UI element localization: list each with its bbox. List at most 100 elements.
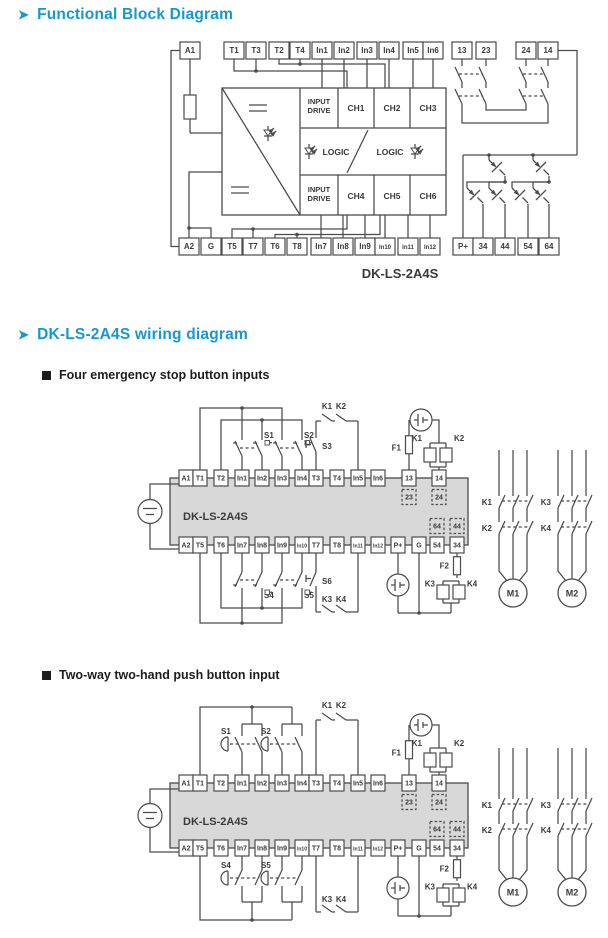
- terminal-In7: In7: [234, 536, 250, 554]
- terminal-label: T6: [217, 543, 225, 550]
- terminal-In7: In7: [310, 237, 332, 256]
- label-f2: F2: [440, 865, 450, 874]
- terminal-label: T4: [333, 476, 341, 483]
- terminal-T4: T4: [289, 41, 311, 60]
- terminal-label: P+: [458, 242, 468, 251]
- cell-ch1: CH1: [347, 103, 364, 113]
- motor-label: M2: [566, 589, 579, 599]
- terminal-T2: T2: [213, 774, 229, 792]
- module-name: DK-LS-2A4S: [183, 816, 248, 828]
- terminal-label: 34: [453, 543, 461, 550]
- terminal-label: G: [416, 543, 422, 550]
- cell-input-drive: DRIVE: [308, 194, 331, 203]
- terminal-P+: P+: [452, 237, 474, 256]
- terminal-label: A2: [182, 846, 191, 853]
- terminal-34: 34: [449, 536, 465, 554]
- terminal-label: In11: [353, 544, 363, 550]
- terminal-In7: In7: [234, 839, 250, 857]
- motor-M1: M1: [498, 578, 528, 608]
- terminal-In9: In9: [274, 536, 290, 554]
- terminal-label: 14: [435, 781, 443, 788]
- power-supply-symbol: [386, 573, 410, 597]
- twohand-S4: S4: [220, 856, 263, 903]
- section-title-text: Functional Block Diagram: [37, 6, 234, 23]
- terminal-label: In1: [316, 46, 328, 55]
- terminal-In11: In11: [350, 536, 366, 554]
- terminal-64: 64: [429, 820, 445, 838]
- terminal-64: 64: [538, 237, 560, 256]
- label-K4: K4: [336, 595, 347, 604]
- label-s6: S6: [322, 577, 332, 586]
- terminal-label: T2: [217, 476, 225, 483]
- twohand-S5: S5: [260, 856, 303, 903]
- terminal-T7: T7: [242, 237, 264, 256]
- terminal-label: 24: [522, 46, 531, 55]
- terminal-label: 24: [435, 800, 443, 807]
- terminal-24: 24: [431, 488, 447, 506]
- power-supply-symbol: [409, 408, 433, 432]
- estop-S5: S5: [273, 553, 314, 600]
- terminal-label: 34: [453, 846, 461, 853]
- label-f1: F1: [392, 749, 402, 758]
- terminal-label: T8: [333, 543, 341, 550]
- terminal-13: 13: [401, 469, 417, 487]
- terminal-In9: In9: [274, 839, 290, 857]
- terminal-In6: In6: [370, 469, 386, 487]
- cell-input-drive: INPUT: [308, 97, 331, 106]
- cell-input-drive: DRIVE: [308, 106, 331, 115]
- estop-S4: S4: [233, 553, 274, 600]
- terminal-In2: In2: [254, 774, 270, 792]
- terminal-T8: T8: [329, 839, 345, 857]
- terminal-label: T5: [196, 543, 204, 550]
- fbd-safety-contacts: [454, 49, 578, 155]
- terminal-In4: In4: [294, 774, 310, 792]
- terminal-label: In7: [237, 543, 247, 550]
- terminal-T6: T6: [213, 536, 229, 554]
- section-title-wiring: ➤ DK-LS-2A4S wiring diagram: [18, 326, 248, 344]
- terminal-A1: A1: [178, 469, 194, 487]
- terminal-In3: In3: [274, 774, 290, 792]
- terminal-T3: T3: [308, 774, 324, 792]
- module-name: DK-LS-2A4S: [183, 511, 248, 523]
- terminal-13: 13: [451, 41, 473, 60]
- terminal-54: 54: [517, 237, 539, 256]
- terminal-A1: A1: [178, 774, 194, 792]
- terminal-label: T1: [229, 46, 239, 55]
- label-K3: K3: [541, 498, 552, 507]
- terminal-In12: In12: [370, 839, 386, 857]
- terminal-24: 24: [515, 41, 537, 60]
- terminal-label: In11: [402, 245, 414, 251]
- terminal-64: 64: [429, 517, 445, 535]
- terminal-34: 34: [449, 839, 465, 857]
- terminal-label: T5: [196, 846, 204, 853]
- cell-ch4: CH4: [347, 191, 364, 201]
- terminal-13: 13: [401, 774, 417, 792]
- cell-logic-left: LOGIC: [323, 147, 350, 157]
- terminal-label: G: [208, 242, 214, 251]
- terminal-label: In6: [427, 46, 439, 55]
- terminal-G: G: [411, 536, 427, 554]
- terminal-In8: In8: [254, 536, 270, 554]
- terminal-label: T3: [312, 781, 320, 788]
- cell-ch2: CH2: [383, 103, 400, 113]
- terminal-T1: T1: [223, 41, 245, 60]
- terminal-In6: In6: [422, 41, 444, 60]
- terminal-label: In5: [353, 476, 363, 483]
- label-S1: S1: [221, 727, 231, 736]
- terminal-A1: A1: [179, 41, 201, 60]
- terminal-T7: T7: [308, 536, 324, 554]
- terminal-label: In12: [424, 245, 437, 251]
- terminal-label: A1: [185, 46, 196, 55]
- label-S4: S4: [221, 861, 231, 870]
- label-K3: K3: [322, 895, 333, 904]
- terminal-label: T2: [274, 46, 284, 55]
- contact-s6: S6: [305, 553, 332, 612]
- motor-M1: M1: [498, 877, 528, 907]
- terminal-In5: In5: [350, 774, 366, 792]
- terminal-label: T3: [251, 46, 261, 55]
- terminal-label: 64: [433, 827, 441, 834]
- terminal-In8: In8: [332, 237, 354, 256]
- terminal-label: In4: [297, 476, 307, 483]
